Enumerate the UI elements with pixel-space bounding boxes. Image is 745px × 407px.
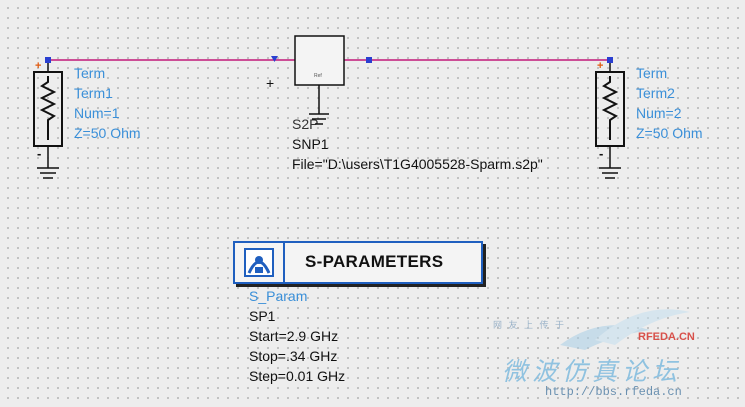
port-plus-marker: + xyxy=(266,75,274,91)
term2-type-label: Term xyxy=(636,65,668,81)
sparam-type-label: S_Param xyxy=(249,288,308,304)
sparam-step-param: Step=0.01 GHz xyxy=(249,368,346,384)
svg-text:+: + xyxy=(35,60,41,72)
watermark-forum-name: 微波仿真论坛 xyxy=(502,357,683,386)
snp-type-label: S2P xyxy=(292,116,319,132)
term1-symbol[interactable]: + - xyxy=(33,57,63,179)
term1-num-param: Num=1 xyxy=(74,105,120,121)
term2-num-param: Num=2 xyxy=(636,105,682,121)
simulation-controller-icon xyxy=(235,243,285,282)
sparam-start-param: Start=2.9 GHz xyxy=(249,328,339,344)
s2p-symbol[interactable]: Ref xyxy=(271,35,372,125)
term1-type-label: Term xyxy=(74,65,106,81)
sparam-stop-param: Stop=.34 GHz xyxy=(249,348,338,364)
term1-impedance-param: Z=50 Ohm xyxy=(74,125,141,141)
svg-text:+: + xyxy=(597,60,603,72)
term1-instance-label: Term1 xyxy=(74,85,113,101)
snp-file-param: File="D:\users\T1G4005528-Sparm.s2p" xyxy=(292,156,543,172)
s-parameters-controller[interactable]: S-PARAMETERS xyxy=(233,241,483,284)
s-parameters-banner: S-PARAMETERS xyxy=(305,252,444,271)
watermark-upload-note: 网 友 上 传 于 xyxy=(493,320,567,330)
watermark-site-name: RFEDA.CN xyxy=(638,331,695,343)
svg-text:Ref: Ref xyxy=(314,73,322,79)
svg-text:-: - xyxy=(599,146,603,161)
snp-instance-label: SNP1 xyxy=(292,136,329,152)
svg-text:-: - xyxy=(37,146,41,161)
term2-instance-label: Term2 xyxy=(636,85,675,101)
watermark-url: http://bbs.rfeda.cn xyxy=(545,385,682,399)
watermark-logo xyxy=(560,309,690,350)
term2-impedance-param: Z=50 Ohm xyxy=(636,125,703,141)
sparam-instance-label: SP1 xyxy=(249,308,276,324)
term2-symbol[interactable]: + - xyxy=(595,57,625,179)
